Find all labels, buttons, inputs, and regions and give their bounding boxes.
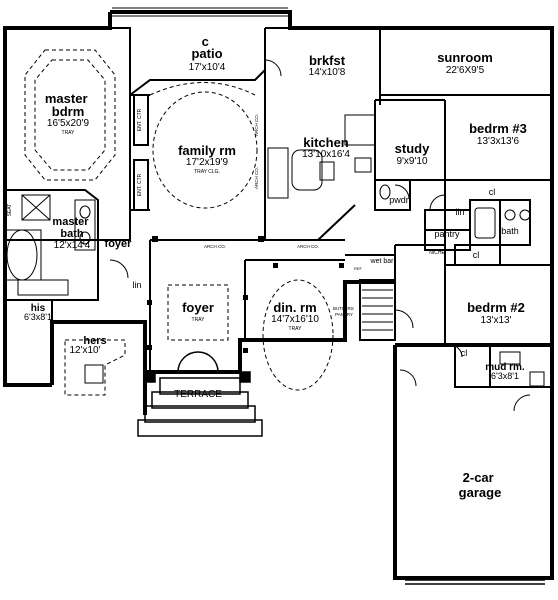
family-rm-note: TRAY CLG.	[194, 169, 220, 175]
seat-label: SEAT	[7, 204, 13, 217]
pantry-label: pantry	[434, 229, 460, 239]
master-bath-label: master bath	[52, 216, 91, 240]
pwdr-label: pwdr	[389, 195, 409, 205]
master-bdrm-dim: 16'5x20'9	[47, 118, 90, 129]
room-labels: c patio 17'x10'4 brkfst 14'x10'8 sunroom…	[24, 34, 527, 500]
foyer-main-label: foyer	[182, 300, 214, 315]
garage-label: 2-car garage	[459, 470, 502, 500]
interior-walls	[5, 27, 553, 400]
covered-patio-label: c patio	[191, 34, 222, 61]
kitchen-dim: 13'10x16'4	[302, 149, 350, 160]
niche-label: NICHE	[429, 250, 445, 256]
closet-label-3: cl	[461, 348, 468, 358]
family-rm-dim: 17'2x19'9	[186, 157, 229, 168]
bedrm2-label: bedrm #2	[467, 300, 525, 315]
mud-rm-label: mud rm.	[485, 362, 525, 373]
master-bdrm-label: master bdrm	[45, 91, 91, 119]
covered-patio-dim: 17'x10'4	[189, 62, 226, 73]
foyer-side-label: foyer	[105, 238, 133, 250]
din-rm-dim: 14'7x16'10	[271, 314, 319, 325]
ref-label: REF	[354, 266, 363, 271]
ent-ctr-label-2: ENT. CTR	[137, 173, 143, 196]
mud-rm-dim: 6'3x8'1	[491, 371, 519, 381]
master-bath-dim: 12'x14'4	[54, 240, 91, 251]
study-label: study	[395, 141, 430, 156]
closet-label-2: cl	[473, 250, 480, 260]
fixtures	[4, 114, 545, 387]
foyer-main-note: TRAY	[192, 317, 206, 323]
his-dim: 6'3x8'1	[24, 312, 52, 322]
lin-label-right: lin	[455, 207, 464, 217]
din-rm-label: din. rm	[273, 300, 316, 315]
brkfst-label: brkfst	[309, 53, 346, 68]
kitchen-label: kitchen	[303, 135, 349, 150]
master-bdrm-note: TRAY	[62, 130, 76, 136]
brkfst-dim: 14'x10'8	[309, 67, 346, 78]
hers-label: hers	[83, 335, 106, 347]
bedrm3-label: bedrm #3	[469, 121, 527, 136]
wet-bar-label: wet bar	[370, 258, 395, 265]
columns	[147, 236, 344, 353]
his-label: his	[31, 303, 46, 314]
sunroom-label: sunroom	[437, 50, 493, 65]
family-rm-label: family rm	[178, 143, 236, 158]
butlers-pantry-label: BUTLERS PANTRY	[333, 306, 355, 317]
terrace-label: TERRACE	[174, 389, 222, 400]
garage-door	[405, 579, 545, 585]
closet-label-1: cl	[489, 187, 496, 197]
door-swings	[109, 59, 531, 412]
din-rm-note: TRAY	[289, 326, 303, 332]
tray-ceilings	[24, 49, 334, 396]
bedrm3-dim: 13'3x13'6	[477, 136, 520, 147]
study-dim: 9'x9'10	[396, 156, 428, 167]
bath-label: bath	[501, 226, 519, 236]
arch-co-label-1: ARCH CO.	[254, 114, 259, 136]
lin-label-left: lin	[132, 280, 141, 290]
hers-dim: 12'x10'	[69, 345, 100, 356]
bedrm2-dim: 13'x13'	[480, 315, 511, 326]
arch-co-label-2: ARCH CO.	[254, 167, 259, 189]
arch-co-label-4: ARCH CO.	[297, 244, 319, 249]
patio-edge	[112, 7, 288, 17]
ent-ctr-label-1: ENT. CTR	[137, 108, 143, 131]
front-entry	[137, 351, 263, 437]
arch-co-label-3: ARCH CO.	[204, 244, 226, 249]
small-labels: lin lin bath pantry pwdr cl cl cl wet ba…	[7, 108, 519, 400]
sunroom-dim: 22'6X9'5	[446, 65, 485, 76]
